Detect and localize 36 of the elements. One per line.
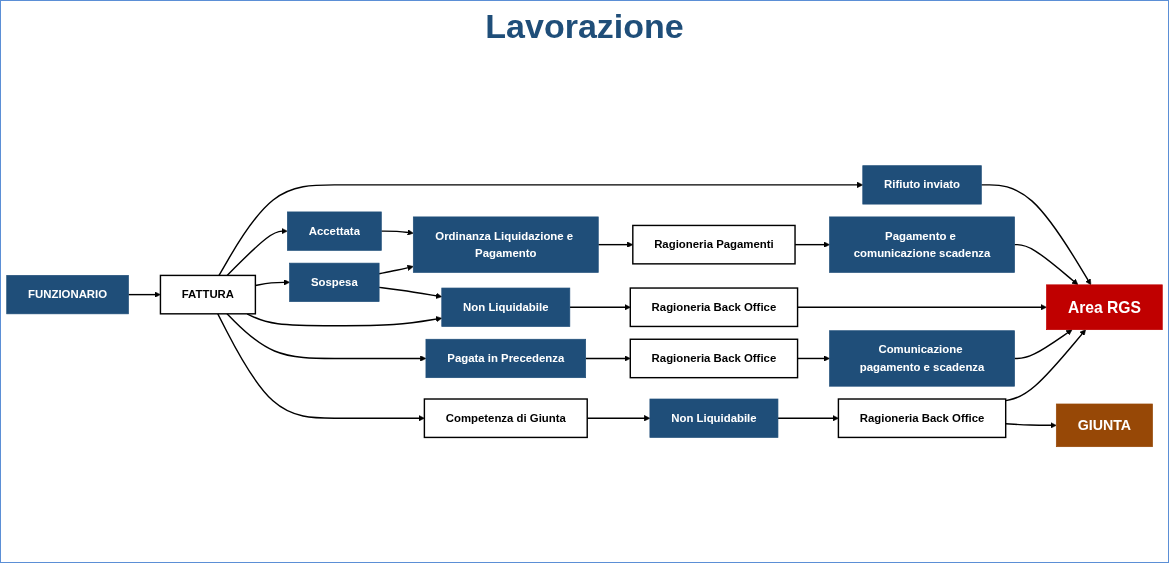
arrow — [127, 291, 161, 298]
node-box: Sospesa — [289, 262, 380, 302]
node-box: Rifiuto inviato — [862, 165, 982, 205]
node-box: GIUNTA — [1055, 403, 1153, 447]
node-box: FUNZIONARIO — [6, 274, 129, 314]
arrow — [378, 264, 414, 275]
node-box: Pagamento e comunicazione scadenza — [829, 216, 1015, 273]
arrow — [777, 414, 839, 422]
node-box: Accettata — [287, 211, 382, 251]
node-box: Non Liquidabile — [441, 287, 571, 327]
arrow — [380, 229, 414, 236]
node-box: Ragioneria Back Office — [629, 287, 799, 327]
node-box: Non Liquidabile — [649, 398, 779, 438]
arrow — [217, 312, 425, 422]
node-box: Comunicazione pagamento e scadenza — [829, 330, 1015, 387]
node-box: Ordinanza Liquidazione e Pagamento — [412, 216, 599, 273]
node-box: FATTURA — [159, 274, 257, 315]
node-box: Area RGS — [1046, 284, 1163, 330]
arrow — [378, 286, 443, 299]
node-box: Ragioneria Back Office — [629, 338, 799, 379]
node-box: Pagata in Precedenza — [425, 338, 586, 378]
arrow — [1005, 329, 1086, 402]
arrow — [1005, 422, 1057, 429]
node-box: Ragioneria Pagamenti — [632, 224, 796, 265]
arrow — [569, 303, 631, 311]
arrow — [980, 184, 1092, 285]
node-box: Ragioneria Back Office — [837, 398, 1007, 438]
arrow — [1013, 243, 1079, 285]
arrow — [1013, 329, 1073, 359]
arrow — [584, 355, 631, 362]
node-box: Competenza di Giunta — [423, 398, 588, 438]
arrow — [218, 181, 864, 276]
arrow — [246, 312, 443, 327]
arrow — [226, 227, 288, 276]
diagram-title: Lavorazione — [485, 7, 684, 46]
arrow — [226, 312, 427, 362]
